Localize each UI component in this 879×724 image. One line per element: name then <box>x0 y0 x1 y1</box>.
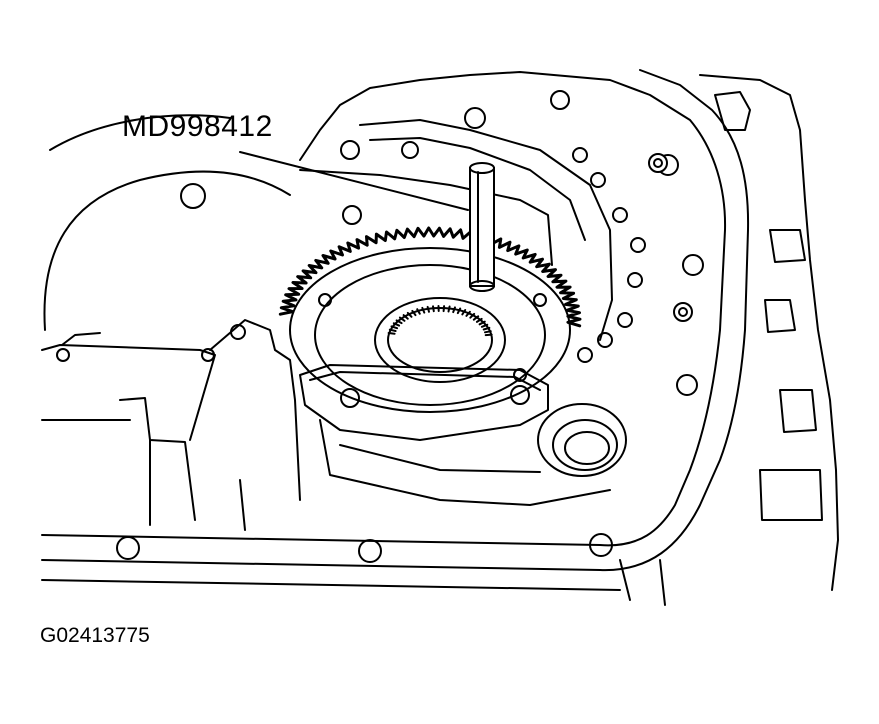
lower-left-structure <box>41 319 301 531</box>
housing-bore <box>43 114 291 331</box>
gear-hub <box>314 264 547 406</box>
case-flange <box>41 69 750 591</box>
retainer-plate <box>299 364 611 506</box>
tool-shaft <box>469 162 495 292</box>
tool-part-number-label: MD998412 <box>122 110 273 143</box>
figure-id-label: G02413775 <box>40 624 150 647</box>
ring-gear <box>278 226 582 413</box>
seal-bore <box>537 403 627 477</box>
right-case-section <box>572 74 839 606</box>
callout-leader-line <box>239 151 469 211</box>
